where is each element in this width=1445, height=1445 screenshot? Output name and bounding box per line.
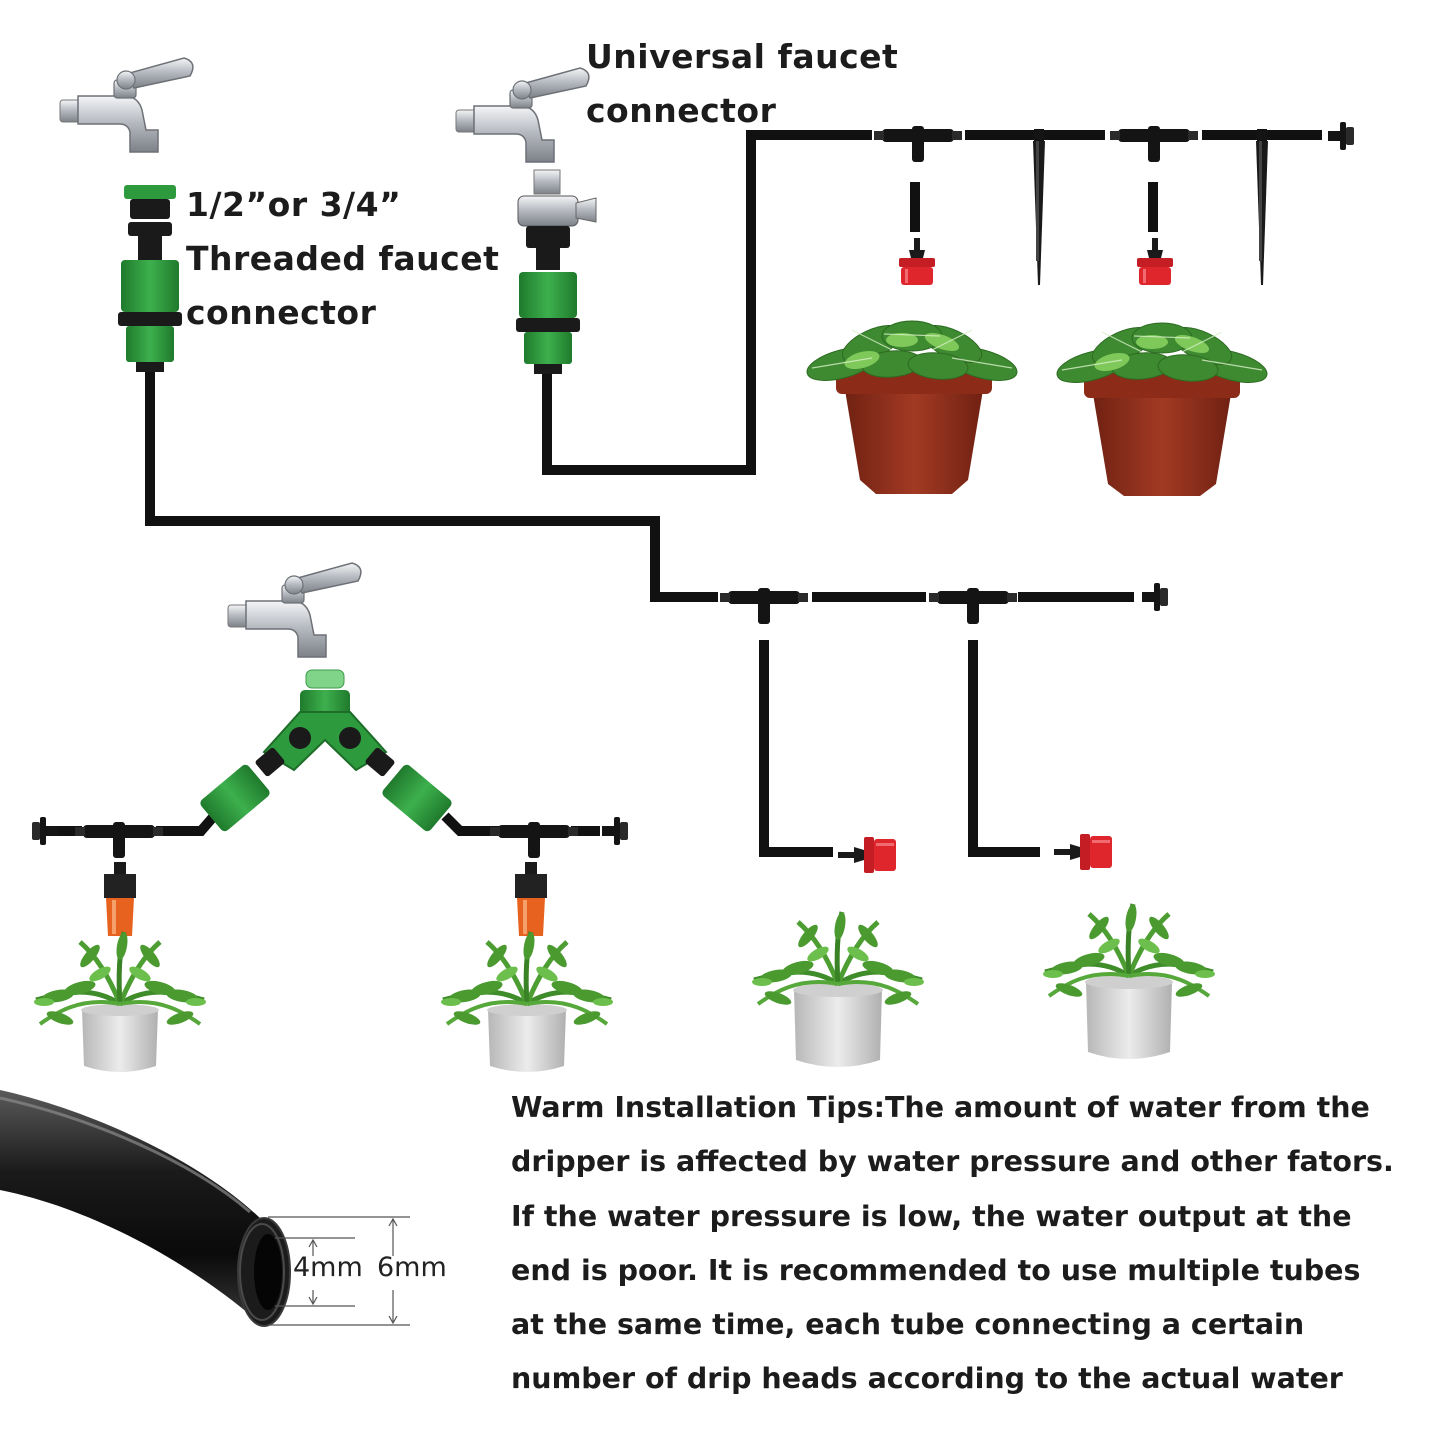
y-splitter-icon <box>200 669 452 832</box>
label-line: Threaded faucet <box>186 239 500 278</box>
sprinkler-icon <box>515 862 547 936</box>
faucet-icon <box>455 67 590 163</box>
plant-icon <box>1043 903 1215 1059</box>
outer-diameter-label: 6mm <box>377 1252 447 1283</box>
faucet-icon <box>59 57 194 153</box>
main-tubing <box>50 130 1322 857</box>
tip-line: If the water pressure is low, the water … <box>511 1199 1352 1233</box>
universal-faucet-connector-icon <box>516 169 597 374</box>
dripper-icon <box>899 238 935 285</box>
plant-icon <box>803 317 1021 494</box>
dimension-lines <box>268 1216 410 1326</box>
inner-diameter-label: 4mm <box>293 1252 363 1283</box>
label-line: connector <box>586 91 777 130</box>
plant-icon <box>1053 319 1271 496</box>
threaded-connector-label: 1/2”or 3/4” Threaded faucet connector <box>186 178 499 340</box>
plant-icon <box>441 931 613 1072</box>
end-plug-icon <box>32 817 58 845</box>
plant-icon <box>752 911 924 1067</box>
label-line: Universal faucet <box>586 37 899 76</box>
threaded-faucet-connector-icon <box>118 185 182 372</box>
tip-line: dripper is affected by water pressure an… <box>511 1145 1394 1179</box>
plant-icon <box>34 931 206 1072</box>
universal-connector-label: Universal faucet connector <box>586 30 898 138</box>
stake-icon <box>1256 129 1268 285</box>
sprinkler-icon <box>104 862 136 936</box>
tee-icon <box>75 822 163 858</box>
tee-icon <box>720 588 808 624</box>
label-line: connector <box>186 293 377 332</box>
dripper-icon <box>1137 238 1173 285</box>
tip-line: at the same time, each tube connecting a… <box>511 1308 1305 1342</box>
tip-line: number of drip heads according to the ac… <box>511 1362 1343 1396</box>
tee-icon <box>929 588 1017 624</box>
end-plug-icon <box>602 817 628 845</box>
tip-line: end is poor. It is recommended to use mu… <box>511 1253 1361 1287</box>
dripper-icon <box>1054 834 1112 870</box>
installation-tips: Warm Installation Tips:The amount of wat… <box>511 1081 1431 1407</box>
tube-icon <box>0 1090 291 1327</box>
label-line: 1/2”or 3/4” <box>186 185 402 224</box>
tee-icon <box>1110 126 1198 162</box>
dripper-icon <box>838 837 896 873</box>
stake-icon <box>1033 129 1045 285</box>
faucet-icon <box>227 562 362 658</box>
tee-icon <box>490 822 578 858</box>
end-plug-icon <box>1142 583 1168 611</box>
end-plug-icon <box>1328 122 1354 150</box>
tip-line: Warm Installation Tips:The amount of wat… <box>511 1091 1370 1124</box>
